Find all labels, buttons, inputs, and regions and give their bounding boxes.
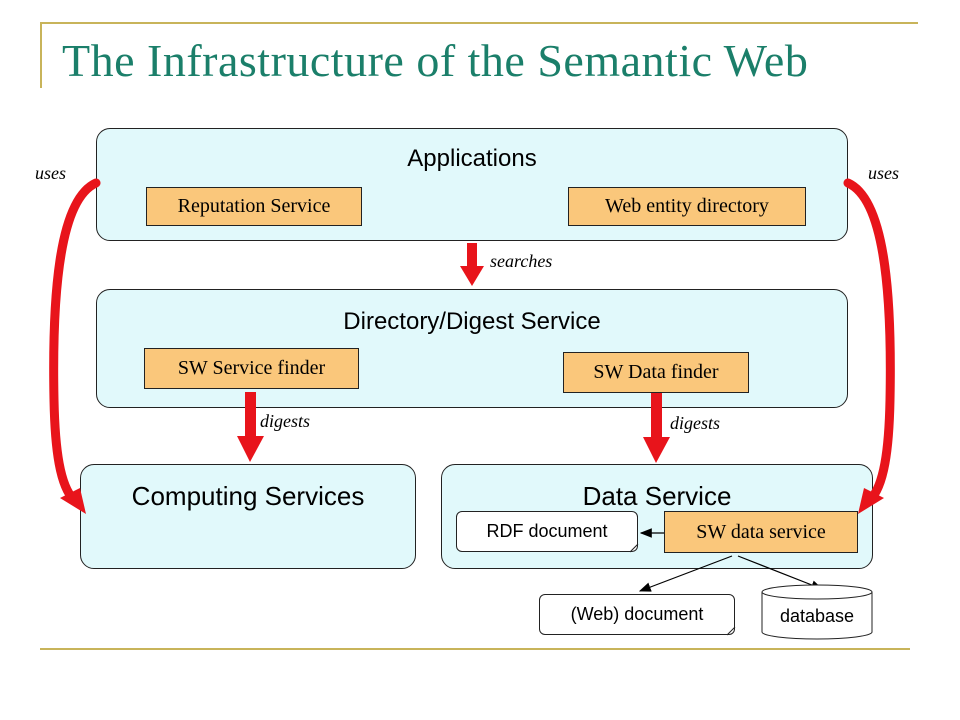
uses-right-arrowhead: [858, 488, 884, 514]
searches-label: searches: [490, 251, 553, 271]
web-document-fold: [726, 626, 736, 636]
sw-service-to-web-document-connector: [638, 555, 733, 592]
computing-services-panel: Computing Services: [80, 464, 416, 569]
applications-title: Applications: [407, 145, 537, 172]
rdf-document: RDF document: [456, 511, 638, 552]
database-label: database: [779, 605, 855, 626]
digests-left-label: digests: [260, 411, 311, 431]
reputation-service-box: Reputation Service: [146, 187, 362, 226]
digests-right-arrowhead: [643, 437, 670, 463]
slide-title: The Infrastructure of the Semantic Web: [62, 35, 809, 86]
sw-service-to-database-connector: [737, 555, 824, 590]
sw-data-finder-box: SW Data finder: [563, 352, 749, 393]
web-document: (Web) document: [539, 594, 735, 635]
web-entity-directory-box: Web entity directory: [568, 187, 806, 226]
title-rule-top: [40, 22, 918, 24]
uses-right-arrow: [843, 178, 895, 505]
computing-services-title: Computing Services: [131, 481, 365, 511]
footer-rule: [40, 648, 910, 650]
uses-right-label: uses: [868, 163, 899, 183]
digests-left-arrowhead: [237, 436, 264, 462]
digests-left-arrow-shaft: [245, 392, 256, 438]
searches-arrowhead: [460, 266, 484, 286]
uses-left-arrow: [49, 178, 101, 505]
database-cylinder: [761, 584, 873, 640]
rdf-document-fold: [629, 543, 639, 553]
sw-data-service-box: SW data service: [664, 511, 858, 553]
title-rule-left: [40, 22, 42, 88]
data-service-title: Data Service: [582, 481, 732, 511]
sw-service-finder-box: SW Service finder: [144, 348, 359, 389]
uses-left-arrowhead: [60, 488, 86, 514]
searches-arrow-shaft: [467, 243, 477, 267]
digests-right-label: digests: [670, 413, 721, 433]
directory-digest-title: Directory/Digest Service: [343, 308, 601, 335]
uses-left-label: uses: [35, 163, 66, 183]
digests-right-arrow-shaft: [651, 393, 662, 439]
